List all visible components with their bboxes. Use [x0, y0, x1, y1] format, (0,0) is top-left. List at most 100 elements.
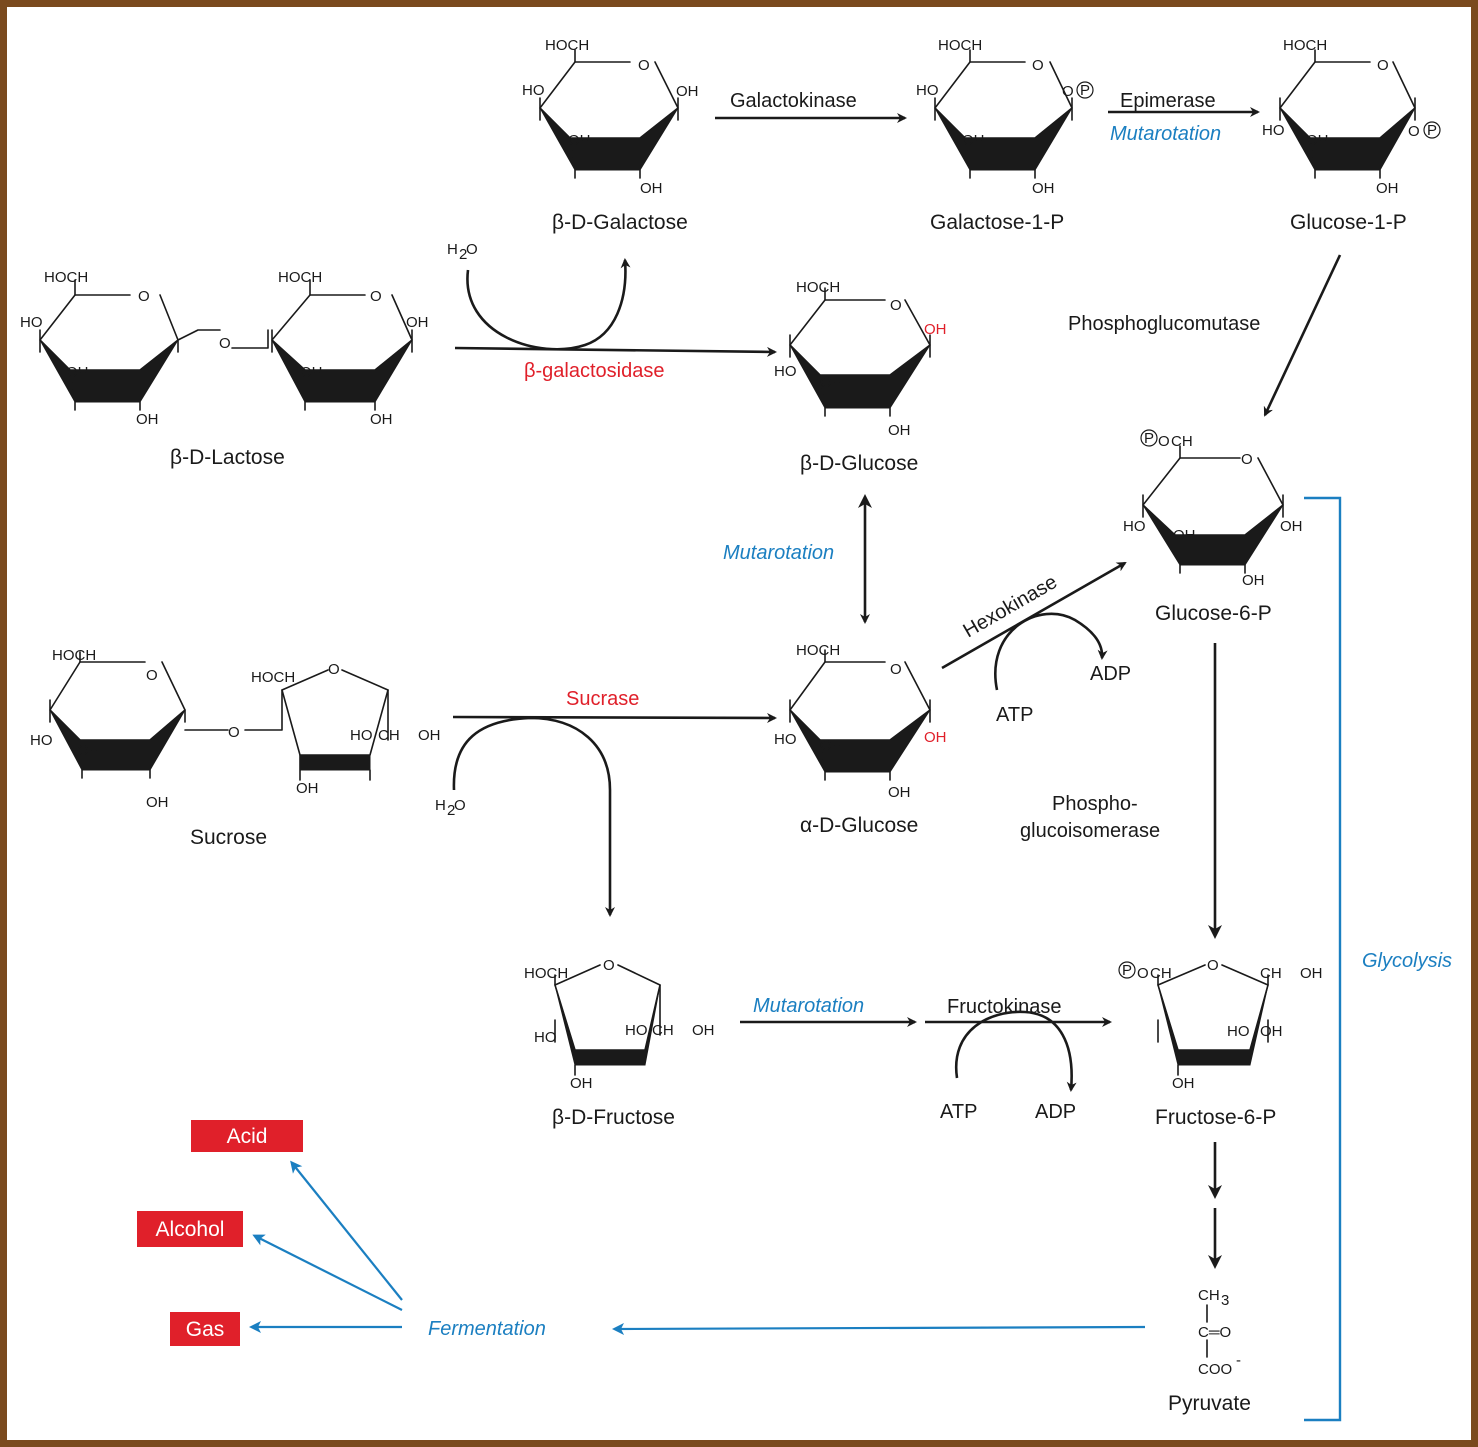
product-gas-label: Gas: [186, 1318, 225, 1341]
arrow-sucrase: [452, 712, 777, 723]
beta-glucose-label: β-D-Glucose: [800, 452, 918, 475]
product-gas: Gas: [170, 1312, 240, 1346]
enzyme-epimerase: Epimerase: [1120, 90, 1216, 112]
product-alcohol: Alcohol: [137, 1211, 243, 1247]
glc1p-o-phos: O: [1408, 123, 1420, 140]
g6p-ch2: CH: [1171, 433, 1193, 450]
aglc-ho: HO: [774, 731, 797, 748]
sucrose-label: Sucrose: [190, 826, 267, 849]
lac-o1: O: [138, 288, 150, 305]
f6p-ch2oh-oh: OH: [1300, 965, 1323, 982]
fru-ch2: CH: [652, 1022, 674, 1039]
arrow-to-acid: [290, 1160, 403, 1301]
process-glycolysis: Glycolysis: [1362, 950, 1452, 972]
aglc-oh-anomeric: OH: [924, 729, 947, 746]
fru-hoch2: HOCH: [524, 965, 568, 982]
enzyme-phosphoglucoisomerase-2: glucoisomerase: [1020, 820, 1160, 842]
cofactor-adp-1: ADP: [1090, 663, 1131, 685]
fructose-6p-structure: P O CH O CH OH HO OH OH Fructose-6-P: [1118, 957, 1323, 1129]
bglc-hoch2: HOCH: [796, 279, 840, 296]
pyr-co: C═O: [1198, 1324, 1231, 1341]
product-alcohol-label: Alcohol: [156, 1218, 225, 1241]
fru-oh: OH: [570, 1075, 593, 1092]
g1p-o: O: [1032, 57, 1044, 74]
bglc-ho: HO: [774, 363, 797, 380]
f6p-ch2oh: CH: [1260, 965, 1282, 982]
g1p-hoch2: HOCH: [938, 37, 982, 54]
fru-ch2oh-oh: OH: [692, 1022, 715, 1039]
bglc-oh-anomeric: OH: [924, 321, 947, 338]
pyr-ch3: CH: [1198, 1287, 1220, 1304]
product-acid: Acid: [191, 1120, 303, 1152]
suc-oh-fru: OH: [296, 780, 319, 797]
suc-bridge-o: O: [228, 724, 240, 741]
process-mutarotation-3: Mutarotation: [753, 995, 864, 1017]
lac-oh-3: OH: [66, 364, 89, 381]
arrow-pyruvate-fermentation: [612, 1322, 1146, 1335]
fru-ho: HO: [534, 1029, 557, 1046]
arrow-atp-adp-2: [954, 1010, 1077, 1092]
f6p-oh: OH: [1260, 1023, 1283, 1040]
pyruvate-structure: CH 3 C═O COO - Pyruvate: [1168, 1287, 1251, 1415]
lac-hoch2-2: HOCH: [278, 269, 322, 286]
g6p-oh-3: OH: [1173, 527, 1196, 544]
process-mutarotation-2: Mutarotation: [723, 542, 834, 564]
fructose-structure: HOCH O HO HO CH OH OH β-D-Fructose: [524, 957, 715, 1129]
g6p-oh-2: OH: [1242, 572, 1265, 589]
aglc-oh-2: OH: [888, 784, 911, 801]
lac-o2: O: [370, 288, 382, 305]
f6p-o: O: [1207, 957, 1219, 974]
g1p-ho: HO: [916, 82, 939, 99]
cofactor-atp-1: ATP: [996, 704, 1033, 726]
glc1p-oh-3: OH: [1306, 132, 1329, 149]
glucose-6p-label: Glucose-6-P: [1155, 602, 1272, 625]
cofactor-adp-2: ADP: [1035, 1101, 1076, 1123]
gal-hoch2: HOCH: [545, 37, 589, 54]
suc-oh-3: OH: [77, 742, 100, 759]
aglc-hoch2: HOCH: [796, 642, 840, 659]
glc1p-ho: HO: [1262, 122, 1285, 139]
gal-oh: OH: [676, 83, 699, 100]
suc-o1: O: [146, 667, 158, 684]
g6p-p: P: [1144, 430, 1154, 447]
lac-ho: HO: [20, 314, 43, 331]
galactose-1p-label: Galactose-1-P: [930, 211, 1064, 234]
water-o-1: O: [466, 241, 478, 258]
suc-hoch2-fru: HOCH: [251, 669, 295, 686]
suc-ho-fru: HO: [350, 727, 373, 744]
process-mutarotation-1: Mutarotation: [1110, 123, 1221, 145]
pyr-coo: COO: [1198, 1361, 1232, 1378]
lac-hoch2-1: HOCH: [44, 269, 88, 286]
aglc-oh-3: OH: [820, 737, 843, 754]
suc-ch2oh: CH: [378, 727, 400, 744]
arrow-to-alcohol: [252, 1234, 403, 1311]
water-h-1: H: [447, 241, 458, 258]
galactose-structure: HOCH O HO OH OH OH β-D-Galactose: [522, 37, 699, 234]
glucose-1p-label: Glucose-1-P: [1290, 211, 1407, 234]
g1p-oh-3: OH: [962, 132, 985, 149]
galactose-1p-structure: HOCH O HO O P OH OH Galactose-1-P: [916, 37, 1094, 234]
water-o-2: O: [454, 797, 466, 814]
suc-o2: O: [328, 661, 340, 678]
lac-oh-3b: OH: [300, 364, 323, 381]
bglc-oh-3: OH: [820, 374, 843, 391]
cofactor-atp-2: ATP: [940, 1101, 977, 1123]
enzyme-fructokinase: Fructokinase: [947, 996, 1062, 1018]
fru-ho-2: HO: [625, 1022, 648, 1039]
alpha-glucose-label: α-D-Glucose: [800, 814, 918, 837]
pyr-minus: -: [1236, 1352, 1241, 1369]
glc1p-o: O: [1377, 57, 1389, 74]
gal-ho: HO: [522, 82, 545, 99]
f6p-och2-o: O: [1137, 965, 1149, 982]
g1p-oh-2: OH: [1032, 180, 1055, 197]
bglc-o: O: [890, 297, 902, 314]
glucose-6p-structure: P O CH O HO OH OH OH Glucose-6-P: [1123, 429, 1303, 625]
g1p-p: P: [1080, 82, 1090, 99]
aglc-o: O: [890, 661, 902, 678]
f6p-p: P: [1122, 962, 1132, 979]
beta-glucose-structure: HOCH O OH HO OH OH β-D-Glucose: [774, 279, 947, 475]
sucrose-structure: HOCH O HO OH OH O HOCH O HO CH OH OH Suc…: [30, 647, 441, 849]
